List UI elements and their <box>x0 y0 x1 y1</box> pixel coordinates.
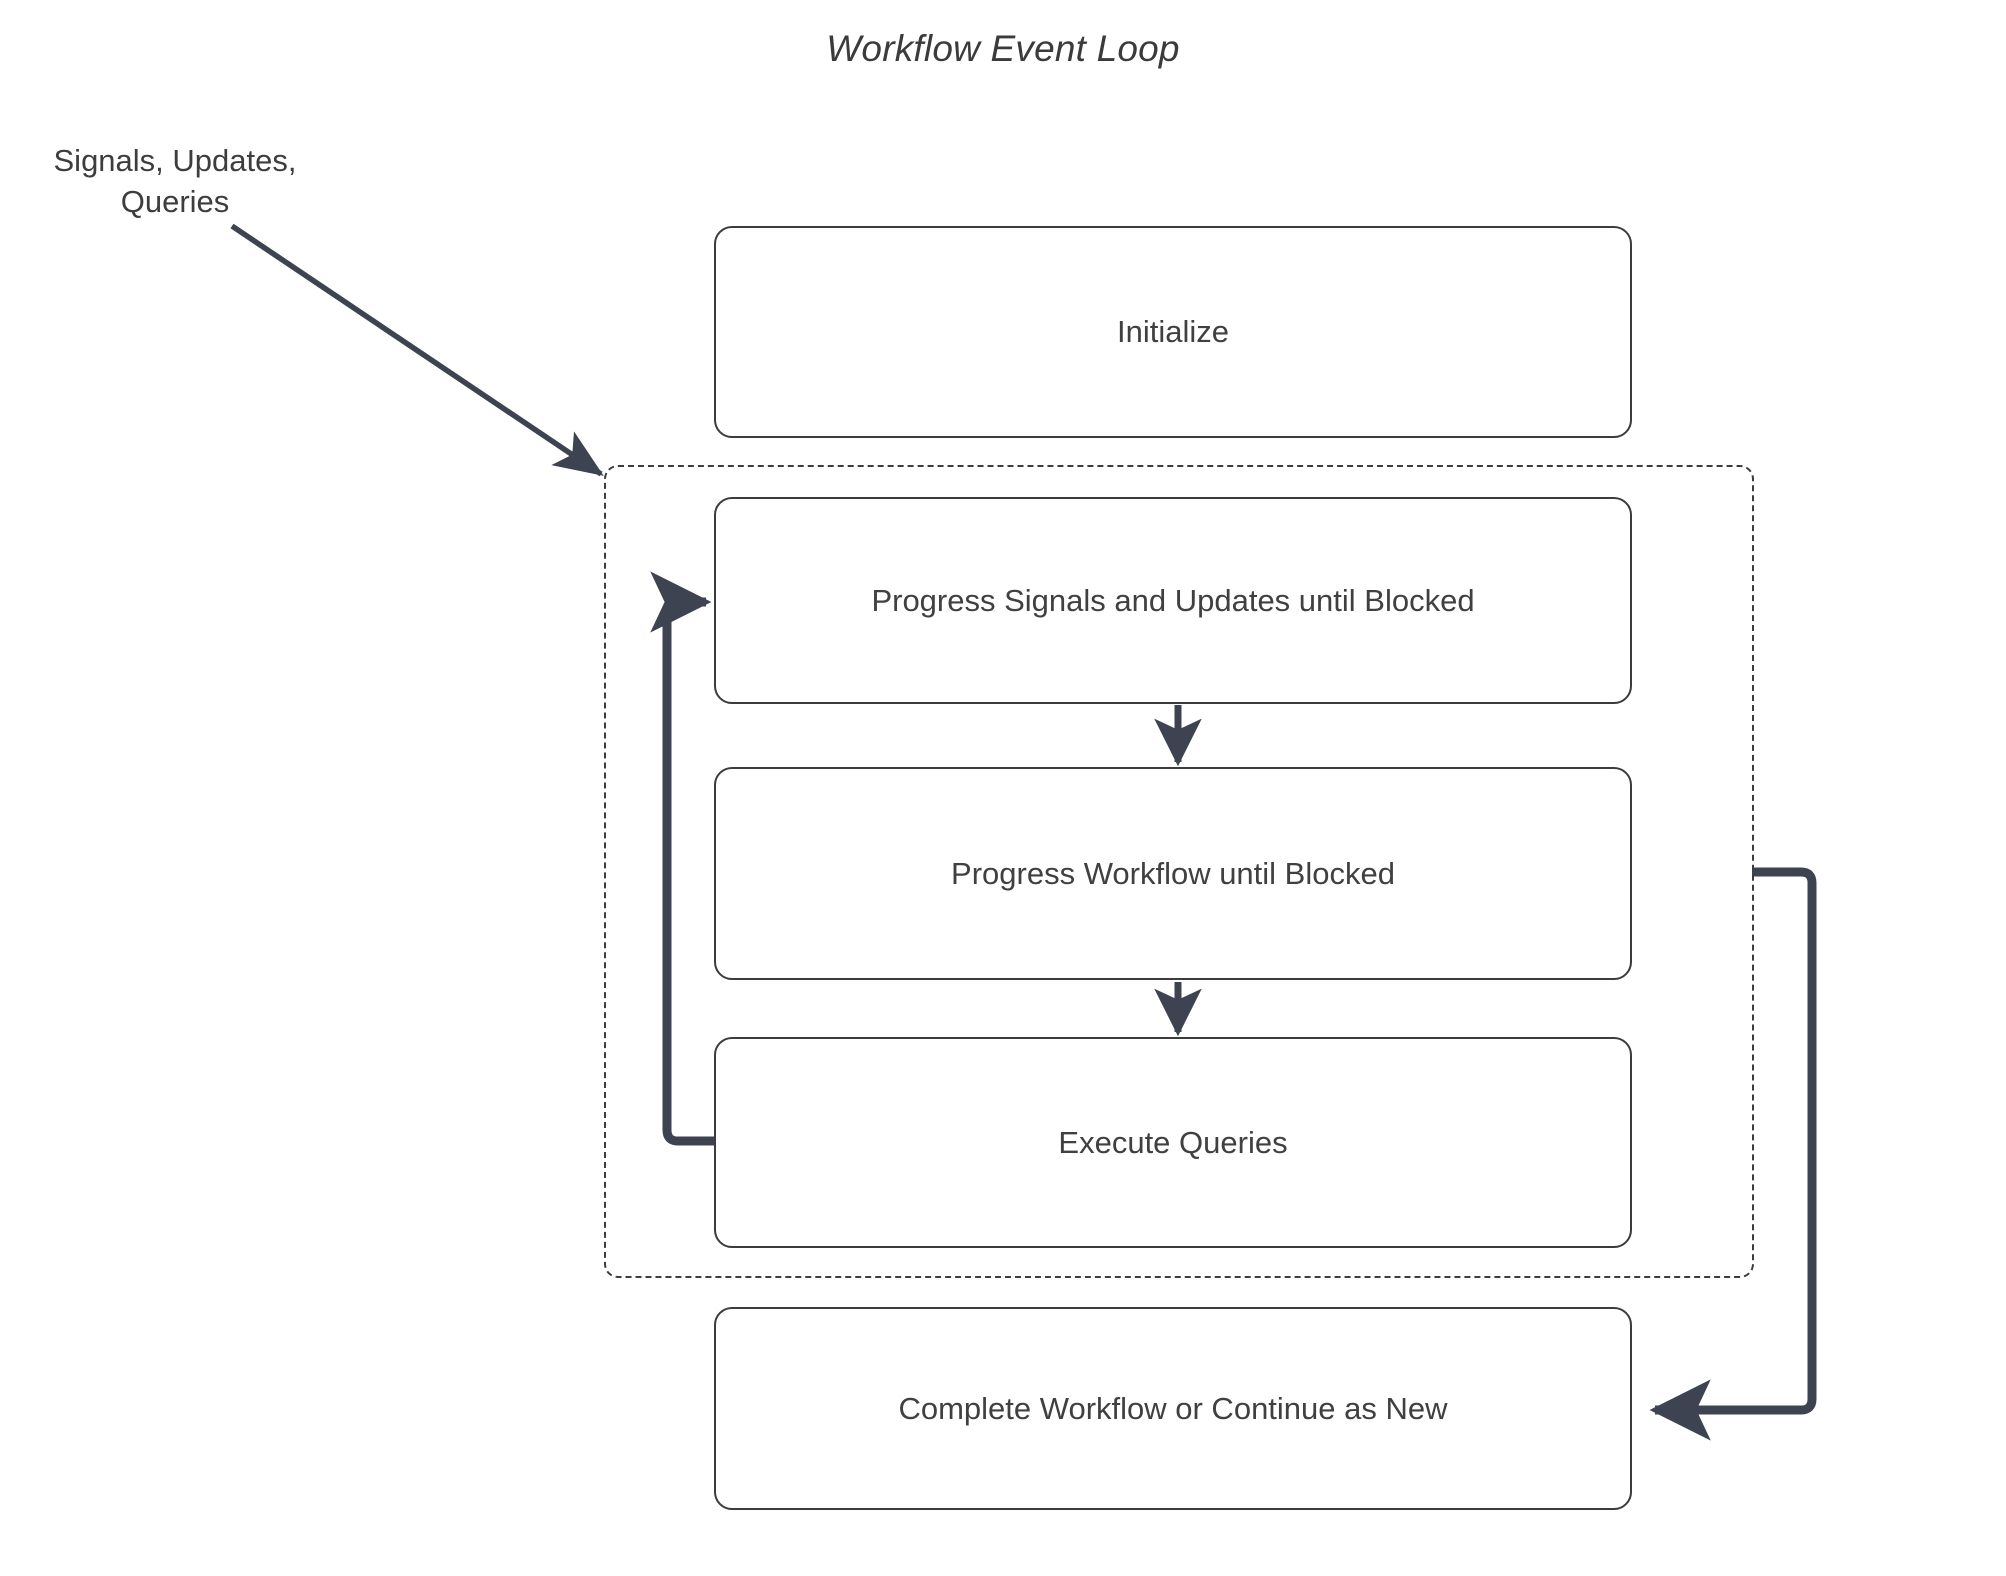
node-execute-queries-label: Execute Queries <box>1058 1124 1288 1160</box>
node-complete-label: Complete Workflow or Continue as New <box>898 1390 1448 1426</box>
node-initialize[interactable]: Initialize <box>714 226 1632 438</box>
node-complete[interactable]: Complete Workflow or Continue as New <box>714 1307 1632 1510</box>
external-input-label-line1: Signals, Updates, <box>53 143 297 178</box>
loop-container <box>604 465 1754 1278</box>
node-progress-signals-label: Progress Signals and Updates until Block… <box>871 582 1475 618</box>
edge-external-input-to-loop <box>230 223 604 477</box>
page-title: Workflow Event Loop <box>826 28 1180 69</box>
node-progress-signals[interactable]: Progress Signals and Updates until Block… <box>714 497 1632 704</box>
node-progress-workflow[interactable]: Progress Workflow until Blocked <box>714 767 1632 980</box>
node-progress-workflow-label: Progress Workflow until Blocked <box>951 855 1395 891</box>
external-input-label: Signals, Updates, Queries <box>10 140 340 222</box>
node-initialize-label: Initialize <box>1117 314 1229 349</box>
node-execute-queries[interactable]: Execute Queries <box>714 1037 1632 1248</box>
external-input-label-line2: Queries <box>120 184 230 219</box>
